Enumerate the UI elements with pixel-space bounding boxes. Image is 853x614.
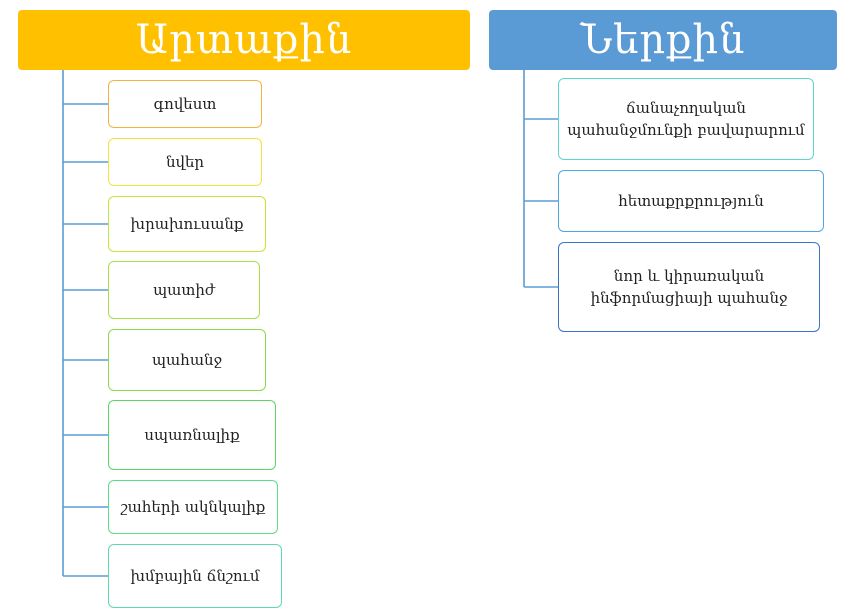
external-item-7: շահերի ակնկալիք bbox=[108, 480, 278, 534]
external-item-3: խրախուսանք bbox=[108, 196, 266, 252]
internal-item-1: ճանաչողական պահանջմունքի բավարարում bbox=[558, 78, 814, 160]
external-item-4: պատիժ bbox=[108, 261, 260, 319]
external-item-5: պահանջ bbox=[108, 329, 266, 391]
internal-item-2: հետաքրքրություն bbox=[558, 170, 824, 232]
external-item-1: գովեստ bbox=[108, 80, 262, 128]
external-item-2: նվեր bbox=[108, 138, 262, 186]
internal-header: Ներքին bbox=[489, 10, 837, 70]
internal-item-3: նոր և կիրառական ինֆորմացիայի պահանջ bbox=[558, 242, 820, 332]
external-title: Արտաքին bbox=[135, 17, 353, 63]
external-item-8: խմբային ճնշում bbox=[108, 544, 282, 608]
internal-title: Ներքին bbox=[580, 17, 746, 63]
external-header: Արտաքին bbox=[18, 10, 470, 70]
external-item-6: սպառնալիք bbox=[108, 400, 276, 470]
